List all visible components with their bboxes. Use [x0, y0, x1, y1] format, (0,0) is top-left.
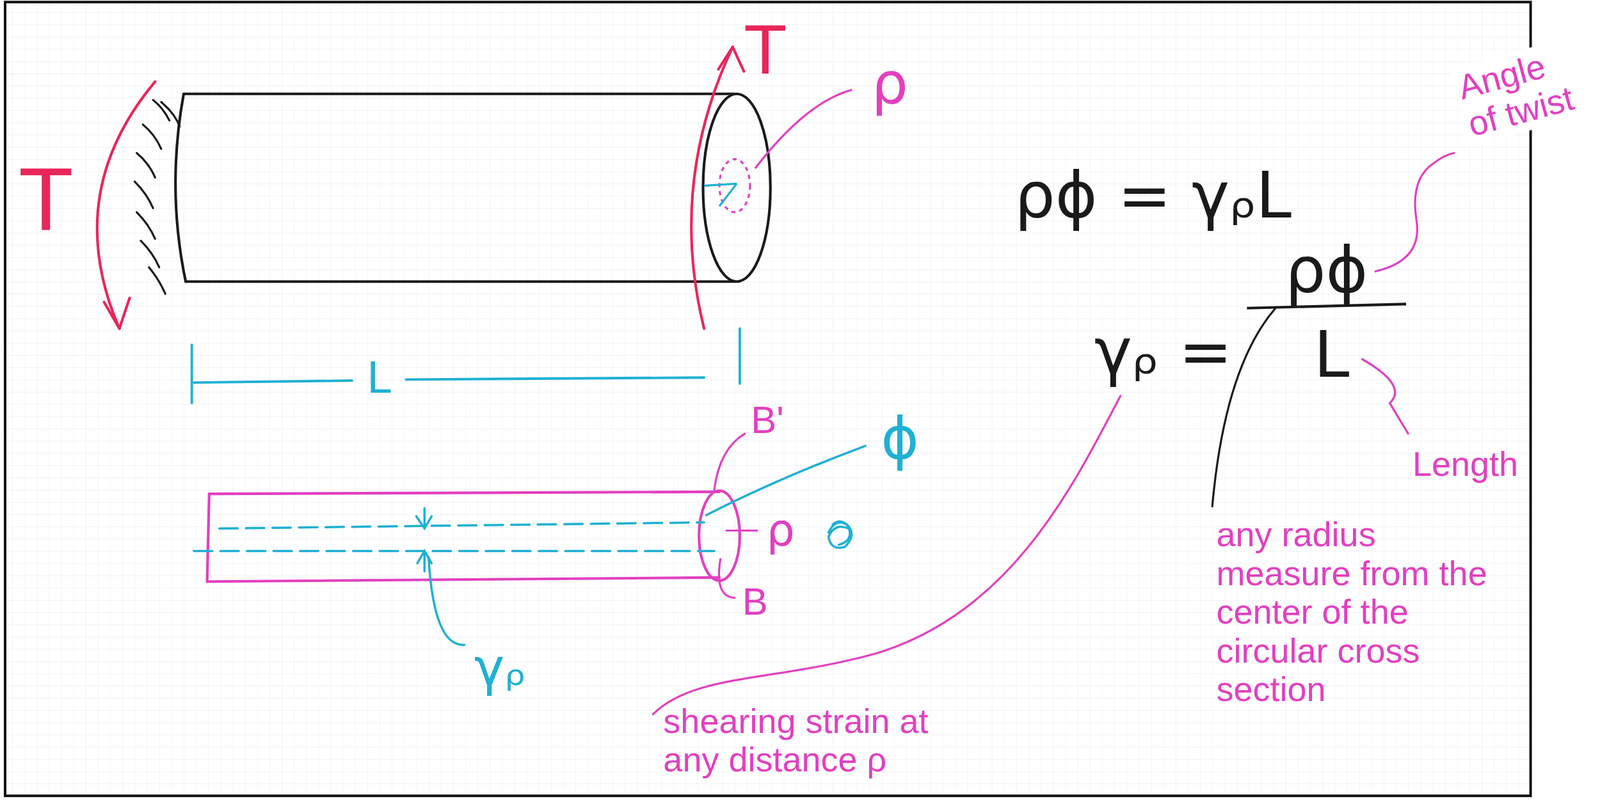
formula: γᵨ =	[1094, 316, 1233, 388]
shaft-end	[207, 494, 210, 582]
dimension-tick	[738, 328, 742, 384]
brace-leader	[1375, 152, 1455, 272]
frame	[5, 1, 1531, 797]
scribble	[828, 521, 852, 548]
fixed-wall-hatch	[134, 99, 180, 294]
shaft-end	[703, 94, 771, 283]
shaft-axis	[193, 550, 715, 553]
leader-line	[714, 433, 745, 491]
shaft-outline	[185, 280, 735, 283]
radius-line	[704, 183, 737, 207]
strain-label: γᵨ	[474, 640, 526, 698]
torque-arrow	[691, 46, 733, 329]
dimension-line	[193, 380, 352, 383]
arrowhead	[718, 46, 744, 72]
leader-line	[652, 396, 1120, 715]
point-label: B'	[750, 398, 784, 442]
shaft-outline	[209, 492, 720, 495]
dimension-tick	[190, 344, 194, 404]
shaft-outline	[183, 92, 735, 96]
angle-label: ϕ	[881, 406, 920, 472]
generator-line	[219, 522, 704, 530]
leader-line	[428, 557, 465, 646]
annotation: Length	[1412, 444, 1519, 484]
formula: ρϕ = γᵨL	[1014, 160, 1292, 232]
leader-line	[1362, 359, 1409, 434]
annotation: shearing strain at any distance ρ	[663, 702, 969, 780]
torque-label: T	[743, 9, 787, 89]
arrowhead	[104, 298, 130, 329]
point-label: B	[742, 580, 768, 624]
dimension-line	[406, 377, 705, 380]
strain-arrow	[416, 508, 432, 529]
radius-label: ρ	[766, 505, 795, 556]
dimension-label: L	[367, 352, 393, 403]
grid-paper	[5, 1, 1531, 797]
leader-line	[726, 529, 758, 532]
formula-denominator: L	[1313, 319, 1350, 392]
leader-line	[718, 559, 735, 599]
formula-numerator: ρϕ	[1285, 234, 1368, 307]
torque-label: T	[18, 148, 74, 249]
torque-arrow	[97, 81, 156, 329]
annotation: any radius measure from the center of th…	[1216, 515, 1513, 709]
shaft-outline	[207, 577, 720, 582]
radius-label: ρ	[871, 51, 909, 116]
leader-line	[755, 89, 852, 169]
